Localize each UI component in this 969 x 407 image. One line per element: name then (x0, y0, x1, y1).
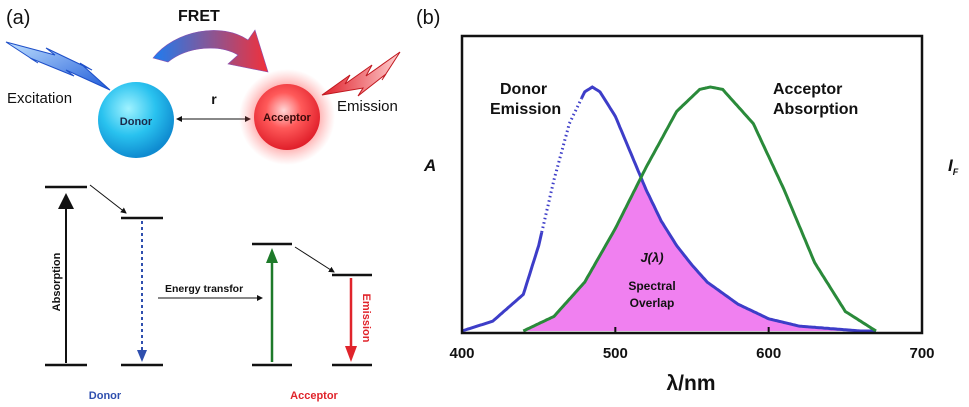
donor-emission-curve (461, 85, 876, 333)
donor-sphere-label: Donor (120, 116, 153, 128)
x-axis-ticks: 400 500 600 700 (449, 327, 935, 362)
donor-dashed-arrowhead (137, 350, 147, 362)
right-axis-title-subscript: F (953, 167, 959, 177)
x-tick-label-500: 500 (603, 345, 628, 362)
left-axis-title: A (423, 156, 436, 175)
fret-label: FRET (178, 8, 220, 25)
fret-arrow-icon (152, 29, 269, 73)
donor-emission-curve-dotted (540, 97, 583, 233)
x-tick-label-400: 400 (449, 345, 474, 362)
acceptor-emission-label: Emission (360, 294, 372, 343)
distance-label: r (211, 91, 217, 107)
panel-a: (a) Excitation FRET Donor r Acceptor Emi… (5, 7, 401, 402)
donor-relaxation-arrow (89, 184, 127, 214)
energy-level-diagram (45, 185, 372, 367)
emission-label: Emission (337, 98, 398, 115)
acceptor-curve-label-line2: Absorption (773, 101, 858, 118)
overlap-symbol: J(λ) (640, 250, 663, 265)
right-axis-title: IF (948, 156, 959, 177)
overlap-text-line1: Spectral (628, 279, 675, 293)
x-tick-label-700: 700 (909, 345, 934, 362)
donor-curve-label-line1: Donor (500, 81, 547, 98)
acceptor-sphere-label: Acceptor (263, 112, 311, 124)
acceptor-relaxation-arrow (294, 246, 335, 273)
acceptor-absorption-curve (522, 85, 877, 333)
donor-curve-label-line2: Emission (490, 101, 561, 118)
acceptor-emission-arrowhead (345, 346, 357, 362)
plot-frame (460, 34, 924, 335)
excitation-bolt-icon (5, 41, 111, 91)
panel-b: (b) 400 500 600 700 λ/nm A IF Donor Emissio… (416, 7, 959, 395)
donor-sphere (98, 82, 174, 158)
donor-caption: Donor (89, 390, 122, 402)
x-axis-title: λ/nm (666, 372, 715, 395)
acceptor-curve-label-line1: Acceptor (773, 81, 842, 98)
absorption-label: Absorption (51, 252, 63, 311)
x-tick-label-600: 600 (756, 345, 781, 362)
right-axis-title-main: I (948, 156, 954, 175)
excitation-label: Excitation (7, 90, 72, 107)
energy-transfer-label: Energy transfor (165, 283, 243, 295)
spectral-overlap-area (523, 178, 876, 331)
acceptor-sphere (254, 84, 320, 150)
panel-b-label: (b) (416, 7, 440, 29)
overlap-text-line2: Overlap (630, 296, 675, 310)
acceptor-caption: Acceptor (290, 390, 338, 402)
acceptor-excitation-arrowhead (266, 248, 278, 263)
panel-a-label: (a) (6, 7, 30, 29)
emission-bolt-icon (321, 51, 401, 97)
